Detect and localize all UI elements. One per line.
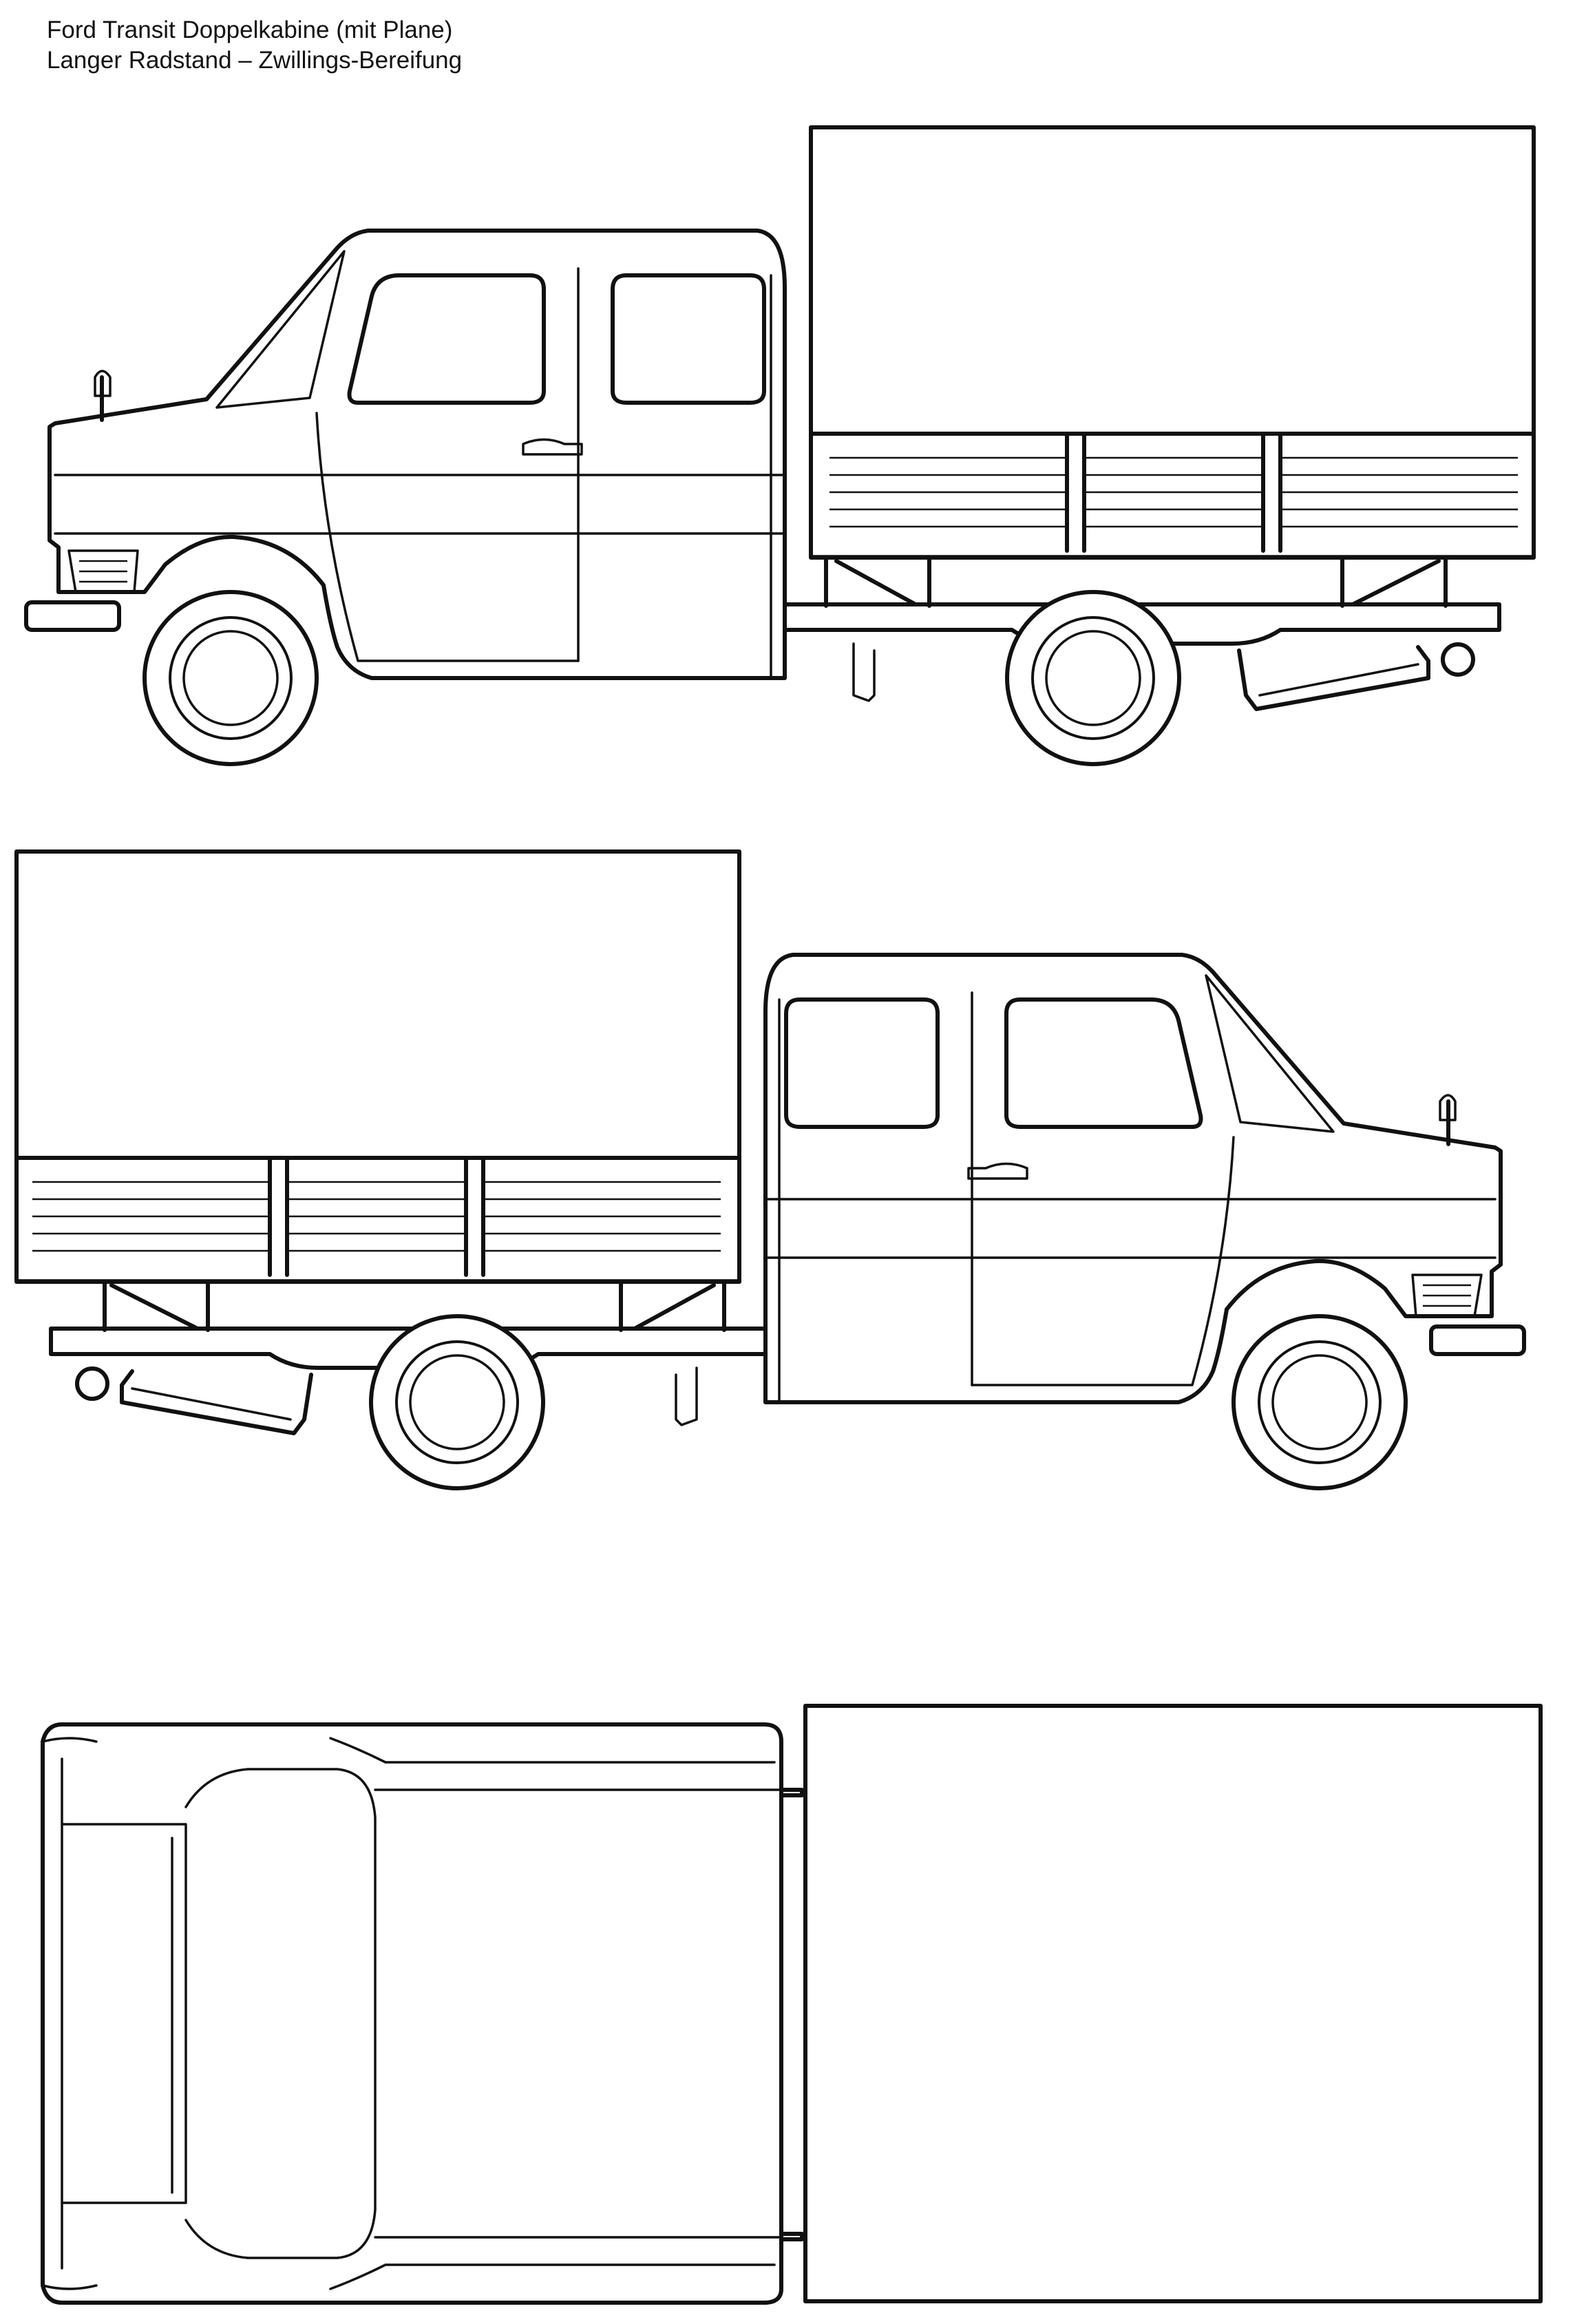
top-view — [41, 1704, 1543, 2305]
canvas-cover-top — [803, 1704, 1543, 2303]
caption-subtitle: Langer Radstand – Zwillings-Bereifung — [47, 47, 463, 74]
caption: Ford Transit Doppelkabine (mit Plane) La… — [47, 15, 462, 76]
bed-joint-top — [779, 1788, 804, 1797]
caption-title: Ford Transit Doppelkabine (mit Plane) — [47, 17, 453, 43]
cab-roof-top — [41, 1722, 783, 2305]
bed-joint-bottom — [779, 2232, 804, 2241]
side-view-right — [17, 852, 1524, 1488]
side-view-left — [26, 127, 1534, 764]
